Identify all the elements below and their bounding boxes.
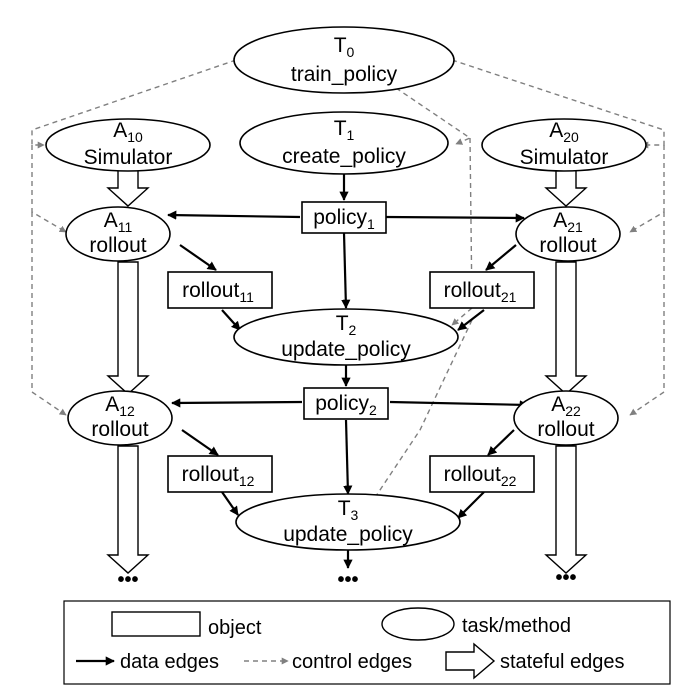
svg-text:T3: T3 (338, 497, 359, 523)
svg-text:rollout: rollout (91, 418, 148, 441)
control-edges (31, 59, 665, 503)
legend-stateful-edge-label: stateful edges (500, 651, 625, 673)
stateful-edge-a21-a22 (544, 261, 588, 395)
object-rollout22: rollout22 (429, 455, 535, 493)
svg-text:rollout: rollout (539, 234, 596, 257)
stateful-edge-a22-next (544, 445, 588, 574)
svg-text:rollout: rollout (537, 418, 594, 441)
data-edges (167, 170, 529, 569)
stateful-edges (106, 169, 588, 574)
svg-text:T2: T2 (336, 312, 357, 338)
legend-task-swatch (381, 607, 455, 641)
svg-text:create_policy: create_policy (282, 145, 406, 168)
control-edge-t0-a22 (629, 212, 665, 416)
actor-a12: A12 rollout (67, 390, 173, 446)
svg-text:T0: T0 (334, 34, 355, 60)
stateful-edge-a11-a12 (106, 261, 150, 395)
data-edge-a11-rollout11 (179, 244, 217, 271)
svg-text:rollout12: rollout12 (182, 463, 255, 489)
svg-text:update_policy: update_policy (281, 338, 411, 361)
actor-a21: A21 rollout (515, 206, 621, 262)
data-edge-rollout12-t3 (221, 491, 239, 516)
svg-text:A12: A12 (105, 393, 135, 419)
actor-a10: A10 Simulator (45, 118, 211, 172)
svg-text:A11: A11 (104, 209, 133, 235)
stateful-edge-a10-a11 (106, 169, 150, 207)
ellipsis-left: ••• (117, 569, 138, 591)
actor-a11: A11 rollout (65, 206, 171, 262)
svg-text:rollout: rollout (89, 234, 146, 257)
legend-data-edge-label: data edges (120, 651, 219, 673)
data-edge-policy1-t2 (341, 232, 351, 309)
svg-text:policy2: policy2 (315, 392, 377, 418)
svg-text:rollout22: rollout22 (444, 463, 517, 489)
legend-control-edge-label: control edges (292, 651, 412, 673)
data-edge-rollout21-t2 (457, 309, 485, 331)
control-edge-t0-t3 (371, 319, 473, 503)
task-t2: T2 update_policy (233, 308, 459, 366)
data-edge-policy1-a11 (167, 210, 301, 220)
control-edge-t0-a20 (451, 59, 665, 149)
data-edge-rollout11-t2 (221, 309, 241, 331)
control-edge-t0-t2 (469, 137, 473, 309)
data-edge-rollout22-t3 (457, 491, 485, 519)
svg-text:A20: A20 (549, 119, 579, 145)
svg-text:train_policy: train_policy (291, 63, 398, 86)
legend-task-label: task/method (462, 615, 571, 637)
svg-text:A21: A21 (553, 209, 583, 235)
svg-text:A10: A10 (113, 119, 143, 145)
object-rollout12: rollout12 (167, 455, 273, 493)
object-rollout21: rollout21 (429, 271, 535, 309)
svg-text:Simulator: Simulator (520, 146, 609, 169)
svg-text:Simulator: Simulator (84, 146, 173, 169)
data-edge-a12-rollout12 (181, 429, 219, 456)
legend: object task/method data edges control ed… (63, 600, 671, 685)
legend-object-swatch (111, 611, 201, 637)
task-t3: T3 update_policy (235, 493, 461, 551)
data-edge-policy1-a21 (385, 213, 525, 223)
svg-text:policy1: policy1 (313, 206, 375, 232)
svg-text:A22: A22 (551, 393, 581, 419)
stateful-edge-a20-a21 (544, 169, 588, 207)
legend-stateful-edge-swatch (445, 642, 496, 680)
ellipsis-center: ••• (337, 569, 358, 591)
actor-a22: A22 rollout (513, 390, 619, 446)
stateful-edge-a12-next (106, 445, 150, 574)
task-t0: T0 train_policy (233, 26, 455, 94)
data-edge-policy2-a22 (389, 400, 529, 410)
data-edge-a21-rollout21 (485, 244, 517, 271)
data-edge-a22-rollout22 (487, 429, 515, 456)
data-edge-policy2-a12 (171, 398, 303, 408)
object-policy2: policy2 (303, 387, 389, 420)
svg-text:T1: T1 (334, 117, 355, 143)
data-edge-policy2-t3 (343, 419, 353, 495)
svg-text:update_policy: update_policy (283, 523, 413, 546)
ellipsis-right: ••• (555, 567, 576, 589)
svg-text:rollout11: rollout11 (182, 279, 254, 305)
control-edge-t0-t1 (395, 87, 472, 145)
object-rollout11: rollout11 (167, 271, 273, 309)
actor-a20: A20 Simulator (481, 118, 647, 172)
object-policy1: policy1 (301, 201, 387, 234)
legend-object-label: object (208, 617, 262, 639)
control-edge-t0-a10 (31, 59, 237, 149)
control-edge-t0-t2-tip (451, 307, 473, 326)
control-edge-t0-a12 (31, 212, 67, 416)
svg-text:rollout21: rollout21 (444, 279, 517, 305)
task-t1: T1 create_policy (239, 111, 449, 175)
